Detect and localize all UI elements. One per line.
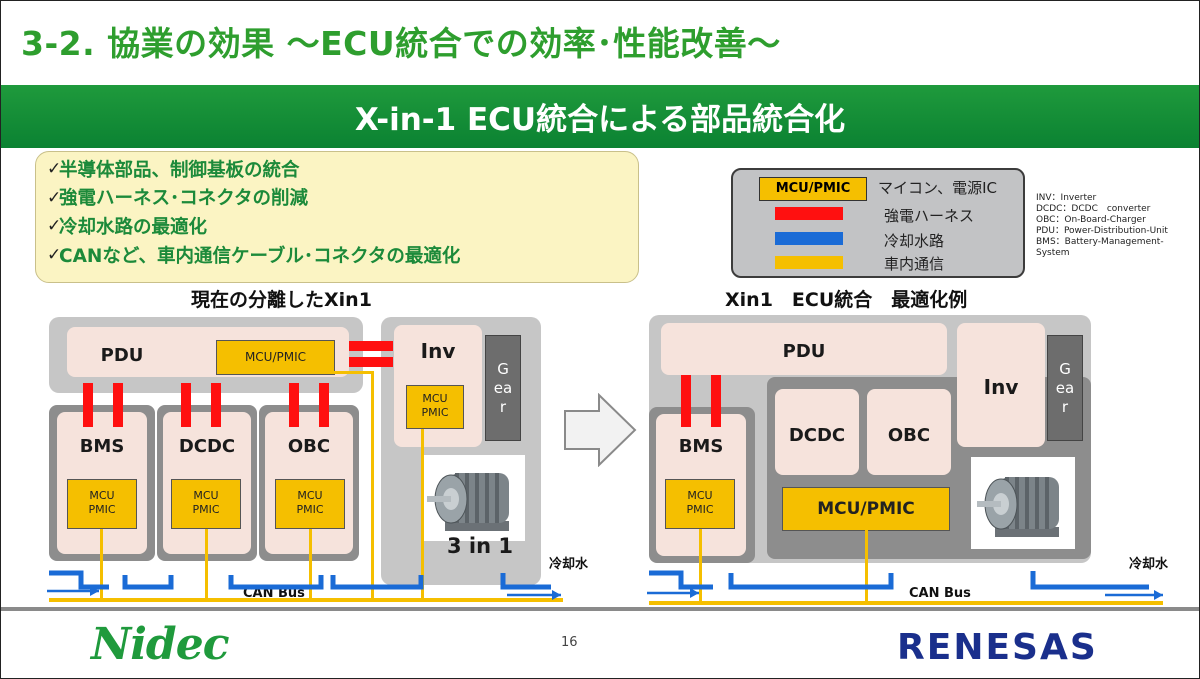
can-bus-line-right	[649, 601, 1163, 605]
harness-obc-2	[319, 383, 329, 427]
can-drop-bms	[100, 529, 103, 601]
harness-obc-1	[289, 383, 299, 427]
page-title: 3-2. 協業の効果 ～ECU統合での効率･性能改善～	[21, 24, 781, 63]
renesas-logo: RENESAS	[897, 627, 1098, 668]
pdu-label: PDU	[100, 345, 144, 366]
harness-dcdc-2	[211, 383, 221, 427]
can-drop-mcu-right	[865, 529, 868, 603]
harness-inv-1	[349, 341, 393, 351]
bms-label-right: BMS	[678, 436, 724, 457]
bms-label: BMS	[79, 436, 125, 457]
legend-yellow-desc: 車内通信	[884, 255, 945, 273]
coolant-label-left: 冷却水	[549, 557, 589, 572]
divider-line	[1, 607, 1199, 611]
left-diagram-title: 現在の分離したXin1	[191, 289, 372, 311]
legend-red-swatch	[775, 207, 843, 220]
pdu-mcu-pmic: MCU/PMIC	[216, 340, 335, 375]
harness-inv-2	[349, 357, 393, 367]
can-drop-dcdc	[205, 529, 208, 601]
nidec-logo: Nidec	[91, 619, 229, 670]
can-inv-drop	[421, 429, 424, 601]
can-bus-label: CAN Bus	[243, 586, 305, 601]
right-diagram-title: Xin1 ECU統合 最適化例	[725, 289, 968, 311]
coolant-path-left	[47, 570, 561, 600]
arrow-right-icon	[564, 393, 637, 467]
bullet-box	[35, 151, 639, 283]
dcdc-box-integrated	[775, 389, 859, 475]
legend-blue-desc: 冷却水路	[884, 232, 945, 250]
inv-label: Inv	[420, 339, 456, 363]
motor-icon	[421, 455, 525, 541]
subtitle: X-in-1 ECU統合による部品統合化	[354, 102, 846, 138]
inv-box-integrated	[957, 323, 1045, 447]
can-pdu-drop	[371, 371, 374, 601]
legend-red-desc: 強電ハーネス	[884, 207, 975, 225]
coolant-label-right: 冷却水	[1129, 557, 1169, 572]
bullet-item: 半導体部品、制御基板の統合	[59, 160, 300, 181]
bullet-item: 強電ハーネス･コネクタの削減	[59, 188, 309, 209]
can-drop-obc	[309, 529, 312, 601]
page-number: 16	[561, 635, 578, 650]
obc-label: OBC	[287, 436, 331, 457]
can-drop-bms-right	[699, 529, 702, 603]
harness-bms-2	[113, 383, 123, 427]
harness-dcdc-1	[181, 383, 191, 427]
legend-mcu-desc: マイコン、電源IC	[878, 179, 997, 197]
motor-icon-integrated	[971, 457, 1075, 549]
harness-bms-1	[83, 383, 93, 427]
can-bus-line	[49, 598, 563, 602]
bullet-item: 冷却水路の最適化	[59, 217, 208, 238]
can-bus-label-right: CAN Bus	[909, 586, 971, 601]
three-in-one-label: 3 in 1	[447, 534, 513, 558]
legend-blue-swatch	[775, 232, 843, 245]
harness-right-1	[681, 375, 691, 427]
mcu-pmic-integrated: MCU/PMIC	[782, 487, 950, 531]
obc-box-integrated	[867, 389, 951, 475]
inv-label-integrated: Inv	[983, 375, 1019, 399]
obc-label-integrated: OBC	[887, 425, 931, 446]
check-icon: ✓✓✓✓	[47, 159, 62, 265]
dcdc-label: DCDC	[178, 436, 236, 457]
harness-right-2	[711, 375, 721, 427]
subtitle-band	[1, 85, 1199, 148]
bullet-item: CANなど、車内通信ケーブル･コネクタの最適化	[59, 246, 461, 267]
pdu-box-integrated	[661, 323, 947, 375]
pdu-label-integrated: PDU	[782, 341, 826, 362]
legend-mcu-swatch: MCU/PMIC	[759, 177, 867, 201]
legend-yellow-swatch	[775, 256, 843, 269]
can-pdu-horizontal	[333, 371, 373, 374]
dcdc-label-integrated: DCDC	[788, 425, 846, 446]
coolant-path-right	[647, 570, 1163, 600]
